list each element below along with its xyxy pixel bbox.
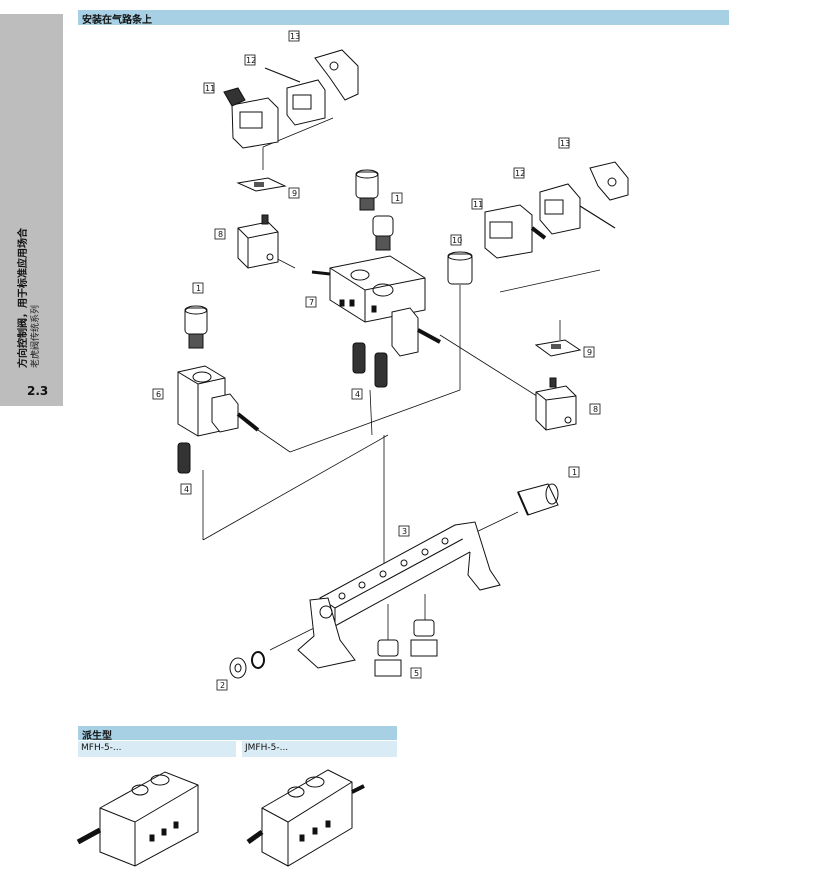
derived-types-title: 派生型 bbox=[82, 731, 112, 742]
derived-types-header: 派生型 bbox=[78, 726, 397, 742]
callout-5: 5 bbox=[414, 669, 419, 678]
callout-13: 13 bbox=[290, 32, 300, 41]
variant-label-left: MFH-5-... bbox=[78, 741, 236, 757]
fitting-top bbox=[355, 169, 394, 251]
plug-and-oring bbox=[229, 651, 265, 679]
connector-set-left bbox=[223, 49, 359, 149]
solenoid-coil-left bbox=[237, 214, 279, 269]
variant-right-text: JMFH-5-... bbox=[245, 743, 289, 753]
callout-3: 3 bbox=[402, 527, 407, 536]
callout-1: 1 bbox=[395, 194, 400, 203]
callout-7: 7 bbox=[309, 298, 314, 307]
callout-12: 12 bbox=[246, 56, 256, 65]
silencers-main bbox=[352, 342, 388, 388]
fittings-rail-bottom bbox=[374, 619, 438, 677]
callout-8b: 8 bbox=[593, 405, 598, 414]
sidebar bbox=[0, 14, 63, 406]
solenoid-coil-right bbox=[535, 377, 577, 431]
main-valve bbox=[311, 255, 441, 357]
cap bbox=[447, 251, 473, 285]
manifold-rail bbox=[297, 521, 501, 669]
connector-set-right bbox=[484, 161, 629, 259]
variant-jmfh-image bbox=[246, 769, 365, 867]
section-number: 2.3 bbox=[27, 384, 49, 398]
callout-1c: 1 bbox=[572, 468, 577, 477]
variant-mfh-image bbox=[76, 771, 199, 867]
variant-label-right: JMFH-5-... bbox=[242, 741, 397, 757]
callout-1b: 1 bbox=[196, 284, 201, 293]
variant-left-text: MFH-5-... bbox=[81, 743, 122, 753]
fitting-rail bbox=[517, 483, 559, 516]
callout-2: 2 bbox=[220, 681, 225, 690]
callout-13b: 13 bbox=[560, 139, 570, 148]
callout-11b: 11 bbox=[473, 200, 483, 209]
callout-12b: 12 bbox=[515, 169, 525, 178]
section-header: 安装在气路条上 bbox=[78, 10, 729, 26]
callout-4b: 4 bbox=[184, 485, 189, 494]
valve-left bbox=[177, 365, 260, 437]
silencer-left bbox=[177, 442, 191, 474]
callout-8: 8 bbox=[218, 230, 223, 239]
callout-9: 9 bbox=[292, 189, 297, 198]
callouts: 13 12 11 9 1 8 10 7 1 4 6 4 13 12 11 9 8… bbox=[152, 30, 601, 691]
section-header-title: 安装在气路条上 bbox=[82, 15, 152, 26]
callout-11: 11 bbox=[205, 84, 215, 93]
callout-6: 6 bbox=[156, 390, 161, 399]
leader-lines bbox=[202, 117, 601, 651]
callout-9b: 9 bbox=[587, 348, 592, 357]
fitting-valve-left bbox=[184, 305, 208, 349]
callout-4: 4 bbox=[355, 390, 360, 399]
callout-10: 10 bbox=[452, 236, 462, 245]
